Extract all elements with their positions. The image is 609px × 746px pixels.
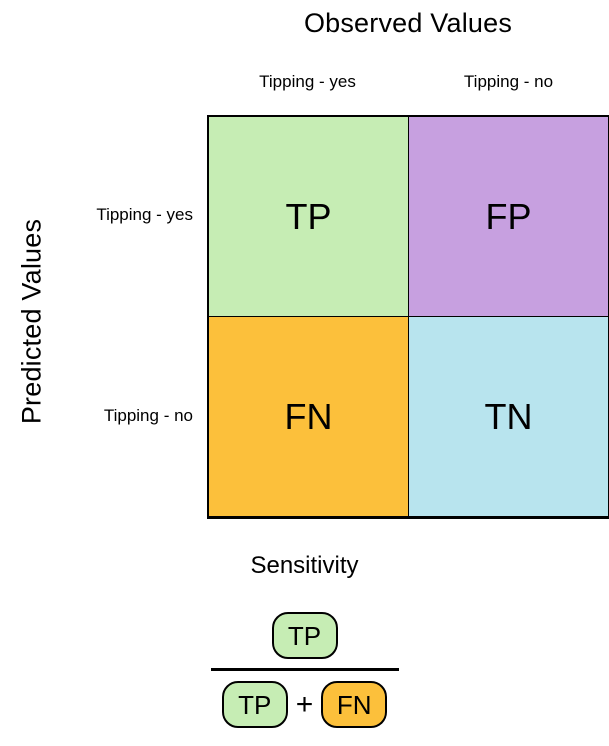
matrix-cell-true-negative: TN — [408, 316, 609, 517]
formula-denominator: TP + FN — [221, 681, 388, 728]
formula-pill-denominator-tp: TP — [221, 681, 288, 728]
formula-numerator: TP — [271, 612, 338, 659]
sensitivity-title: Sensitivity — [250, 552, 359, 579]
row-label-tipping-yes: Tipping - yes — [96, 205, 193, 224]
matrix-cell-true-positive: TP — [208, 116, 409, 317]
column-header-tipping-no: Tipping - no — [463, 72, 554, 91]
matrix-cell-false-positive: FP — [408, 116, 609, 317]
matrix-cell-false-negative: FN — [208, 316, 409, 517]
sensitivity-formula: TP TP + FN — [0, 612, 609, 728]
observed-values-title: Observed Values — [303, 8, 513, 38]
formula-pill-denominator-fn: FN — [321, 681, 388, 728]
column-header-tipping-yes: Tipping - yes — [259, 72, 356, 91]
confusion-matrix: TP FP FN TN — [207, 115, 609, 519]
formula-pill-numerator-tp: TP — [271, 612, 338, 659]
plus-operator: + — [295, 687, 314, 721]
fraction-bar — [210, 668, 399, 671]
row-label-tipping-no: Tipping - no — [103, 406, 193, 425]
